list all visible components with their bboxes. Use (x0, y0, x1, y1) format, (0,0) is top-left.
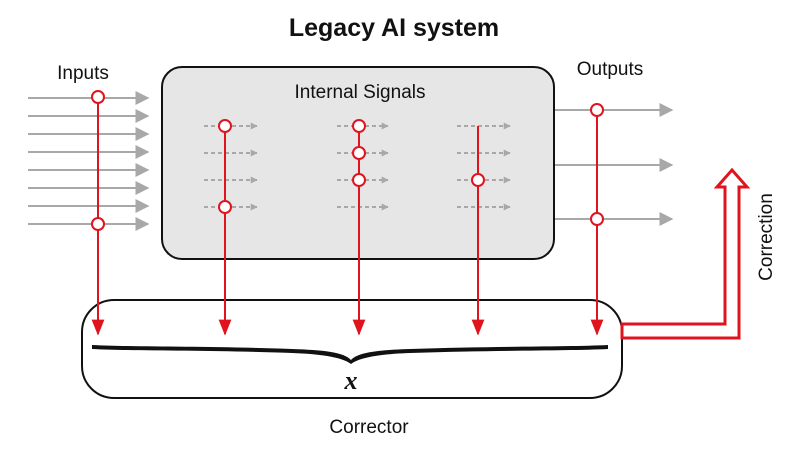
internal-signals (204, 122, 511, 211)
diagram-title: Legacy AI system (289, 14, 499, 42)
outputs-label: Outputs (577, 59, 644, 80)
tap-point (91, 90, 105, 104)
tap-point (352, 146, 366, 160)
tap-point (352, 119, 366, 133)
correction-label: Correction (756, 193, 777, 281)
tap-point (471, 173, 485, 187)
tap-points (91, 90, 604, 231)
output-signals (554, 103, 674, 226)
brace (92, 345, 608, 364)
input-signals (28, 91, 150, 231)
corrector-label: Corrector (329, 417, 409, 438)
correction-arrow (620, 167, 751, 340)
corrector-box (81, 299, 623, 399)
tap-point (91, 217, 105, 231)
tap-point (352, 173, 366, 187)
tap-point (590, 103, 604, 117)
tap-point (590, 212, 604, 226)
tap-point (218, 200, 232, 214)
tap-point (218, 119, 232, 133)
internal-signals-label: Internal Signals (295, 82, 426, 103)
inputs-label: Inputs (57, 63, 109, 84)
variable-x: x (344, 366, 358, 395)
